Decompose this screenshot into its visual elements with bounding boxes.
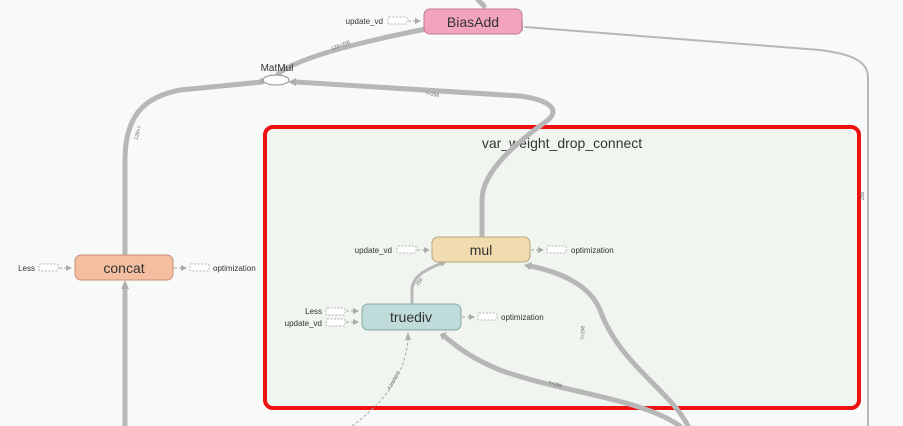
edge-label-into-mul: ?×256 (580, 326, 586, 340)
arrow-head (121, 280, 129, 289)
edge-label-into-truediv: ?×256 (548, 380, 563, 389)
node-truediv-label: truediv (390, 309, 432, 325)
aux-box-truediv-update-vd[interactable] (325, 318, 346, 327)
edge-ctrl-to-truediv (351, 339, 409, 426)
aux-label-mul-update-vd: update_vd (355, 246, 392, 255)
aux-label-truediv-optimization: optimization (501, 313, 544, 322)
node-biasadd-label: BiasAdd (447, 14, 499, 30)
arrow-head (405, 332, 411, 340)
edge-right-to-biasadd (524, 26, 869, 426)
edge-matmul-to-biasadd (275, 26, 429, 77)
arrow-head (288, 78, 296, 86)
edge-label-concat-matmul: 128×? (133, 125, 143, 140)
node-matmul[interactable]: MatMul (261, 63, 294, 86)
group-box-var-weight-drop-connect[interactable] (263, 125, 861, 410)
aux-label-mul-optimization: optimization (571, 246, 614, 255)
node-matmul-label: MatMul (261, 63, 294, 74)
aux-label-truediv-less: Less (305, 307, 322, 316)
node-truediv[interactable]: truediv (361, 303, 462, 331)
aux-box-truediv-less[interactable] (325, 307, 346, 316)
edge-concat-to-matmul (122, 79, 265, 258)
aux-box-mul-update-vd[interactable] (396, 245, 417, 254)
node-concat-label: concat (103, 260, 144, 276)
node-mul-label: mul (470, 242, 493, 258)
aux-label-truediv-update-vd: update_vd (285, 319, 322, 328)
edge-into-mul (527, 263, 691, 426)
node-concat[interactable]: concat (74, 254, 174, 281)
aux-box-mul-optimization[interactable] (546, 245, 567, 254)
aux-label-concat-less: Less (18, 264, 35, 273)
edge-label-truediv-mul: 256 (415, 277, 425, 287)
aux-box-concat-optimization[interactable] (189, 263, 210, 272)
edge-biasadd-top (475, 0, 487, 9)
aux-box-truediv-optimization[interactable] (477, 312, 498, 321)
arrow-head (524, 262, 532, 270)
node-mul[interactable]: mul (431, 236, 531, 263)
group-title: var_weight_drop_connect (482, 135, 642, 151)
arrow-head (440, 332, 447, 340)
aux-label-biasadd-update-vd: update_vd (346, 17, 383, 26)
edge-mul-to-matmul (293, 79, 556, 239)
aux-label-concat-optimization: optimization (213, 264, 256, 273)
aux-box-biasadd-update-vd[interactable] (387, 16, 408, 25)
edge-truediv-to-mul (410, 261, 444, 304)
node-biasadd[interactable]: BiasAdd (423, 8, 523, 35)
edge-into-truediv (441, 333, 683, 426)
edge-label-mul-matmul: ?×256 (425, 91, 440, 99)
edge-label-right: 256 (860, 191, 866, 200)
aux-box-concat-less[interactable] (38, 263, 59, 272)
